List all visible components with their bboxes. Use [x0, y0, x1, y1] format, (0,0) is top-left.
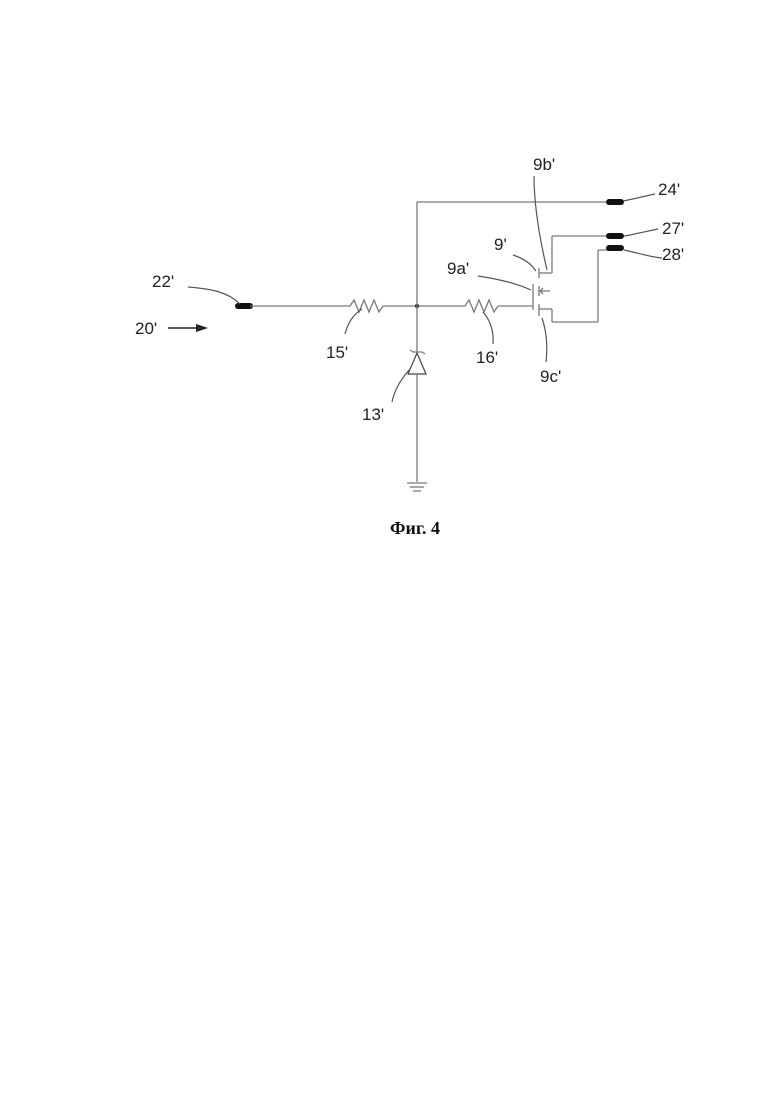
leader-9b	[534, 176, 547, 270]
resistor-16	[460, 300, 498, 312]
label-9c: 9c'	[540, 367, 561, 386]
leader-15	[345, 309, 362, 334]
label-28: 28'	[662, 245, 684, 264]
label-20: 20'	[135, 319, 157, 338]
leader-27	[624, 229, 658, 236]
label-9: 9'	[494, 235, 507, 254]
figure-caption: Фиг. 4	[0, 518, 780, 539]
leader-9a	[478, 276, 531, 290]
label-16: 16'	[476, 348, 498, 367]
leader-28	[624, 250, 662, 258]
leader-24	[623, 194, 655, 201]
transistor-9	[533, 236, 608, 322]
zener-diode-13	[408, 353, 426, 374]
leader-13	[392, 370, 409, 402]
resistor-15	[345, 300, 383, 312]
label-15: 15'	[326, 343, 348, 362]
label-9b: 9b'	[533, 155, 555, 174]
label-27: 27'	[662, 219, 684, 238]
leader-22	[188, 287, 240, 304]
label-9a: 9a'	[447, 259, 469, 278]
input-arrow-icon	[168, 324, 208, 332]
leader-9	[513, 255, 536, 271]
label-13: 13'	[362, 405, 384, 424]
label-22: 22'	[152, 272, 174, 291]
ground-icon	[407, 483, 427, 491]
leader-9c	[542, 318, 547, 362]
label-24: 24'	[658, 180, 680, 199]
leader-16	[483, 312, 493, 344]
